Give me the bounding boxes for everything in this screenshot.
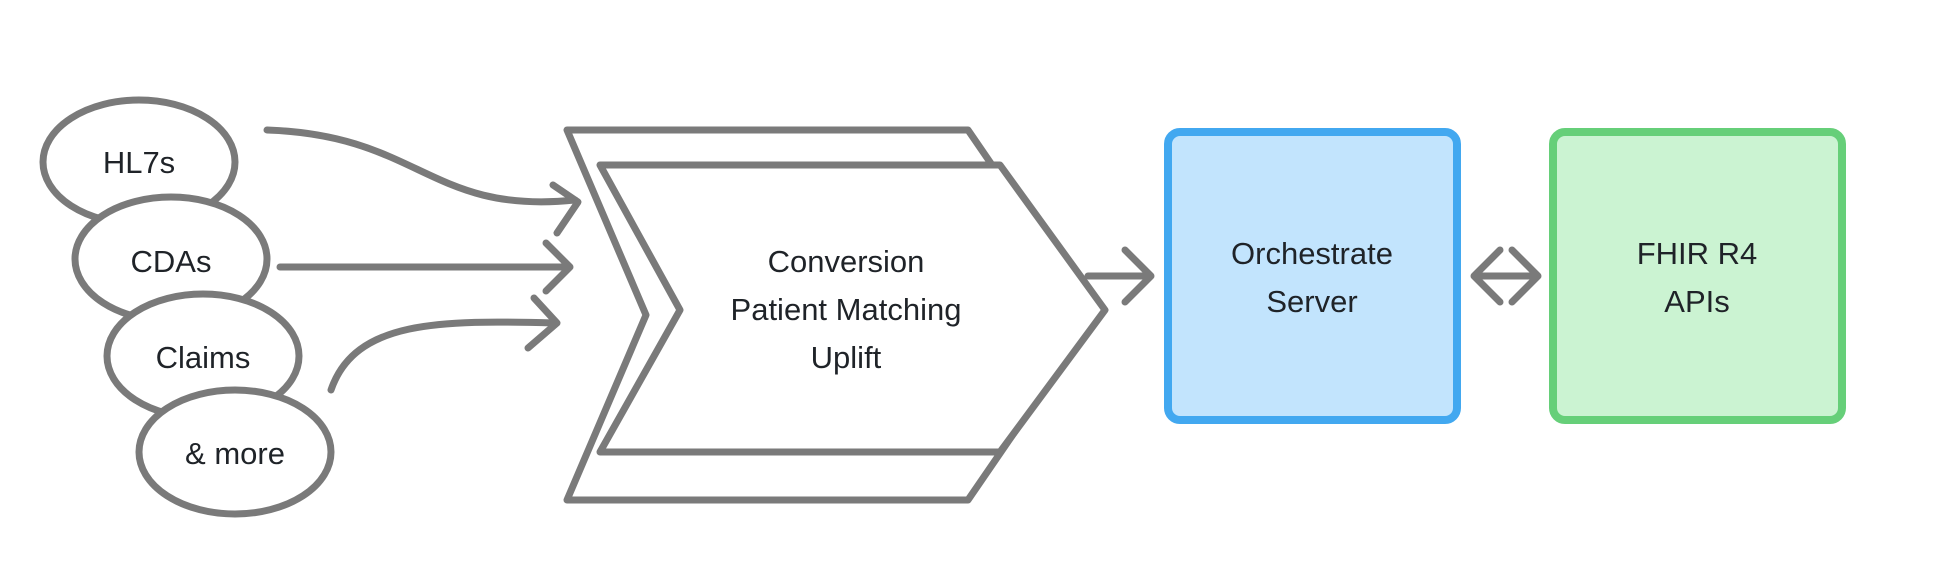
process-line-2: Patient Matching: [731, 292, 962, 327]
arrow-claims-to-process: [327, 318, 559, 394]
process-line-1: Conversion: [768, 244, 925, 279]
arrow-process-to-server: [1084, 246, 1155, 306]
apis-rect: [1549, 128, 1846, 424]
input-more-label: & more: [185, 436, 285, 471]
orchestrate-server-box: Orchestrate Server: [1164, 128, 1461, 424]
input-cdas: CDAs: [71, 193, 271, 325]
fhir-apis-box: FHIR R4 APIs: [1549, 128, 1846, 424]
arrowhead-claims: [524, 294, 561, 352]
process-chevron-front: [596, 161, 1109, 456]
server-line-1: Orchestrate: [1231, 236, 1393, 271]
apis-line-1: FHIR R4: [1637, 236, 1758, 271]
arrowhead-left: [1470, 246, 1504, 306]
server-line-2: Server: [1266, 284, 1357, 319]
arrowhead-right: [1508, 246, 1542, 306]
process-block: Conversion Patient Matching Uplift: [563, 126, 1109, 504]
input-more: & more: [135, 386, 335, 518]
arrowhead-hl7s: [549, 181, 582, 237]
bidirectional-arrow: [1470, 246, 1542, 306]
input-cdas-label: CDAs: [131, 244, 212, 279]
process-line-3: Uplift: [811, 340, 882, 375]
input-claims-label: Claims: [156, 340, 251, 375]
arrow-hl7s-to-process: [263, 126, 579, 206]
arrowhead-server: [1121, 246, 1155, 306]
input-arrows: [263, 126, 582, 394]
server-rect: [1164, 128, 1461, 424]
input-hl7s-label: HL7s: [103, 145, 175, 180]
arrowhead-cdas: [542, 239, 574, 295]
apis-line-2: APIs: [1664, 284, 1729, 319]
input-hl7s: HL7s: [39, 96, 239, 228]
